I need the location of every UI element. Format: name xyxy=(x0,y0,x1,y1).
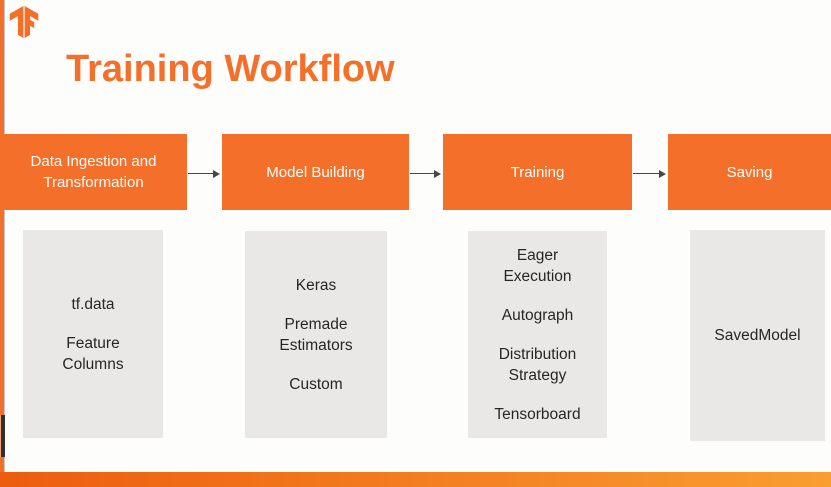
arrow-head xyxy=(213,169,220,178)
stage-header-training: Training xyxy=(443,134,632,210)
flow-arrow-icon xyxy=(188,169,220,178)
stage-header-model-building: Model Building xyxy=(222,134,409,210)
card-item: Distribution Strategy xyxy=(498,345,577,384)
flow-arrow-icon xyxy=(410,169,441,178)
card-item: Custom xyxy=(289,375,343,393)
stage-header-saving: Saving xyxy=(668,134,831,210)
card-item: Autograph xyxy=(501,306,574,324)
stage-card-data-ingestion: tf.data Feature Columns xyxy=(23,230,163,438)
left-edge-dark-patch xyxy=(0,415,5,457)
arrow-shaft xyxy=(633,172,659,175)
card-item: tf.data xyxy=(71,295,115,313)
card-item: Feature Columns xyxy=(62,334,124,373)
left-edge-divider xyxy=(4,0,5,487)
arrow-shaft xyxy=(410,172,434,175)
stage-header-label: Training xyxy=(510,163,565,181)
flow-arrow-icon xyxy=(633,169,666,178)
card-item: Eager Execution xyxy=(503,246,572,285)
arrow-head xyxy=(659,169,666,178)
stage-header-label: Model Building xyxy=(266,163,365,181)
arrow-shaft xyxy=(188,172,213,175)
card-item: SavedModel xyxy=(714,327,801,344)
left-edge-strip xyxy=(0,0,4,487)
arrow-head xyxy=(434,169,441,178)
stage-card-training: Eager Execution Autograph Distribution S… xyxy=(468,231,607,438)
tensorflow-logo-icon xyxy=(9,6,39,38)
page-title: Training Workflow xyxy=(66,48,395,90)
card-item: Tensorboard xyxy=(494,405,581,423)
stage-header-data-ingestion: Data Ingestion and Transformation xyxy=(0,134,187,210)
stage-card-saving: SavedModel xyxy=(690,230,825,441)
stage-card-model-building: Keras Premade Estimators Custom xyxy=(245,231,387,438)
bottom-progress-bar xyxy=(0,472,831,487)
stage-header-label: Data Ingestion and Transformation xyxy=(30,153,157,191)
card-item: Premade Estimators xyxy=(279,315,353,354)
card-item: Keras xyxy=(295,276,337,294)
stage-header-label: Saving xyxy=(726,163,773,181)
